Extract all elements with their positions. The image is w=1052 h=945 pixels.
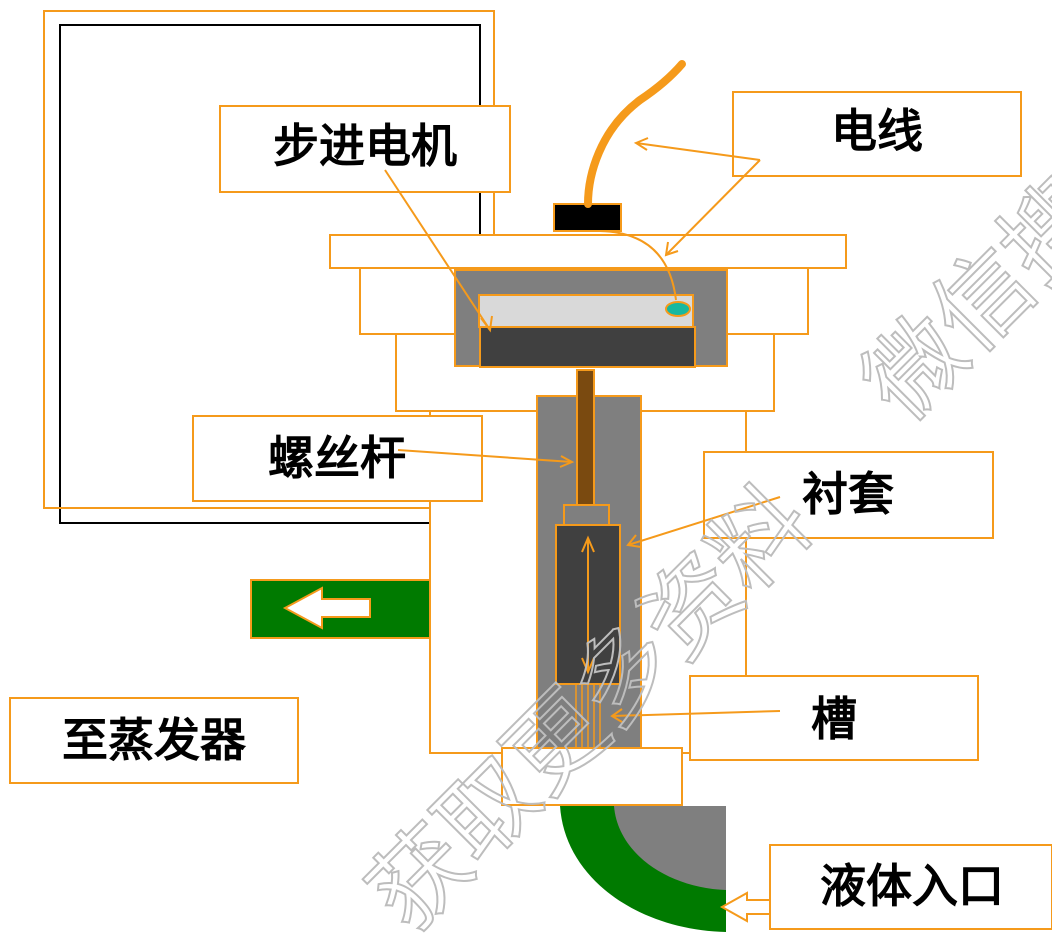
wire-cable [584,60,686,208]
label-motor: 步进电机 [273,119,457,173]
leader-lines [384,137,781,723]
wire-plug [553,203,622,232]
label-inlet: 液体入口 [820,859,1004,913]
bottom-fitting [501,747,683,806]
label-box-evaporator [9,697,299,784]
sleeve-arrow-up [581,535,595,553]
label-box-inlet [769,844,1052,930]
label-box-motor [219,105,511,193]
label-box-groove [689,675,979,761]
inlet-pipe-inner [614,806,726,890]
label-screw: 螺丝杆 [268,431,406,485]
stepper-motor [479,326,696,368]
label-wire: 电线 [831,104,923,158]
label-box-wire [732,91,1022,177]
groove-strips [575,684,601,750]
wire-connector-dot [665,301,691,317]
housing-cap [329,234,847,269]
watermark-line2: 微信搜 [842,158,1052,441]
sleeve-arrow-down [581,657,595,675]
wire-internal [599,230,677,301]
label-box-screw [192,415,483,502]
label-groove: 槽 [811,692,857,746]
label-evaporator: 至蒸发器 [62,713,247,767]
label-box-sleeve [703,451,994,539]
label-sleeve: 衬套 [802,467,894,521]
screw-collar [563,504,610,528]
outlet-arrow [282,586,371,630]
motor-top-plate [478,294,694,328]
lead-screw [576,369,595,507]
